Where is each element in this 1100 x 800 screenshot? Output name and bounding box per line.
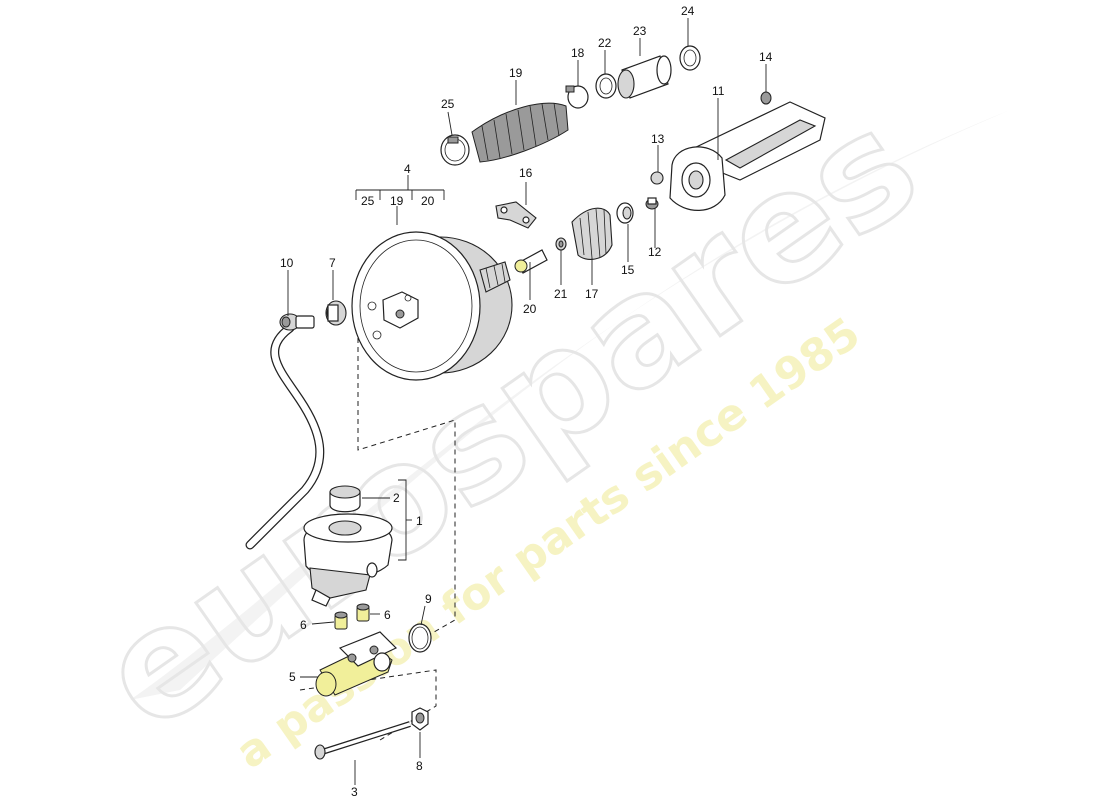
watermark: eurospares a passion for parts since 198… bbox=[69, 76, 1010, 779]
vacuum-hose-part-10 bbox=[245, 313, 325, 550]
callout-2: 2 bbox=[393, 491, 400, 505]
kit-bracket-part-4 bbox=[355, 175, 445, 225]
pedal-bracket-part-11 bbox=[669, 101, 826, 211]
callout-13: 13 bbox=[651, 132, 665, 146]
callout-1: 1 bbox=[416, 514, 423, 528]
leader-lines bbox=[287, 18, 767, 785]
callout-25: 25 bbox=[441, 97, 455, 111]
clamp-part-25 bbox=[440, 134, 470, 166]
bolt-part-3 bbox=[314, 721, 411, 760]
callout-3: 3 bbox=[351, 785, 358, 799]
kit-bracket-part-1 bbox=[362, 479, 412, 561]
o-ring-part-9 bbox=[408, 623, 432, 653]
kit4-callout-19: 19 bbox=[390, 194, 404, 208]
callout-14: 14 bbox=[759, 50, 773, 64]
callout-21: 21 bbox=[554, 287, 568, 301]
callout-8: 8 bbox=[416, 759, 423, 773]
nut-part-21 bbox=[555, 237, 567, 251]
sleeve-part-23 bbox=[617, 55, 672, 99]
callout-17: 17 bbox=[585, 287, 599, 301]
bellows-part-19 bbox=[471, 102, 569, 163]
master-cylinder-part-5 bbox=[315, 631, 398, 697]
callout-6b: 6 bbox=[384, 608, 391, 622]
callout-24: 24 bbox=[681, 4, 695, 18]
grommet-part-7 bbox=[325, 300, 347, 326]
brake-booster-part-4 bbox=[351, 231, 513, 381]
nut-part-8 bbox=[411, 707, 429, 731]
callout-10: 10 bbox=[280, 256, 294, 270]
seal-part-6b bbox=[356, 603, 370, 622]
kit4-callout-25: 25 bbox=[361, 194, 375, 208]
ring-part-24 bbox=[679, 45, 701, 71]
bolt-part-12 bbox=[645, 197, 659, 210]
callout-6a: 6 bbox=[300, 618, 307, 632]
callout-23: 23 bbox=[633, 24, 647, 38]
callout-19: 19 bbox=[509, 66, 523, 80]
callout-4: 4 bbox=[404, 162, 411, 176]
ring-part-22 bbox=[595, 73, 617, 99]
pushrod-part-20 bbox=[514, 249, 548, 274]
boot-part-17 bbox=[571, 207, 613, 260]
nut-part-14 bbox=[760, 91, 772, 105]
callout-5: 5 bbox=[289, 670, 296, 684]
callout-15: 15 bbox=[621, 263, 635, 277]
reservoir-part-1 bbox=[303, 513, 393, 607]
cap-part-2 bbox=[329, 485, 361, 513]
callout-9: 9 bbox=[425, 592, 432, 606]
kit4-callout-20: 20 bbox=[421, 194, 435, 208]
callout-labels: 1 2 3 4 5 6 6 7 8 9 10 11 12 13 14 15 16… bbox=[280, 4, 773, 799]
callout-7: 7 bbox=[329, 256, 336, 270]
callout-22: 22 bbox=[598, 36, 612, 50]
ring-part-15 bbox=[616, 202, 634, 224]
assembly-lines bbox=[299, 338, 456, 741]
callout-11: 11 bbox=[712, 84, 725, 98]
watermark-swoosh bbox=[130, 110, 1010, 700]
callout-18: 18 bbox=[571, 46, 585, 60]
callout-20: 20 bbox=[523, 302, 537, 316]
callout-16: 16 bbox=[519, 166, 533, 180]
callout-12: 12 bbox=[648, 245, 662, 259]
clamp-part-18 bbox=[565, 85, 589, 109]
nut-part-13 bbox=[650, 171, 664, 185]
seal-part-6a bbox=[334, 611, 348, 630]
watermark-brand: eurospares bbox=[71, 78, 948, 765]
gasket-part-16 bbox=[495, 201, 537, 229]
